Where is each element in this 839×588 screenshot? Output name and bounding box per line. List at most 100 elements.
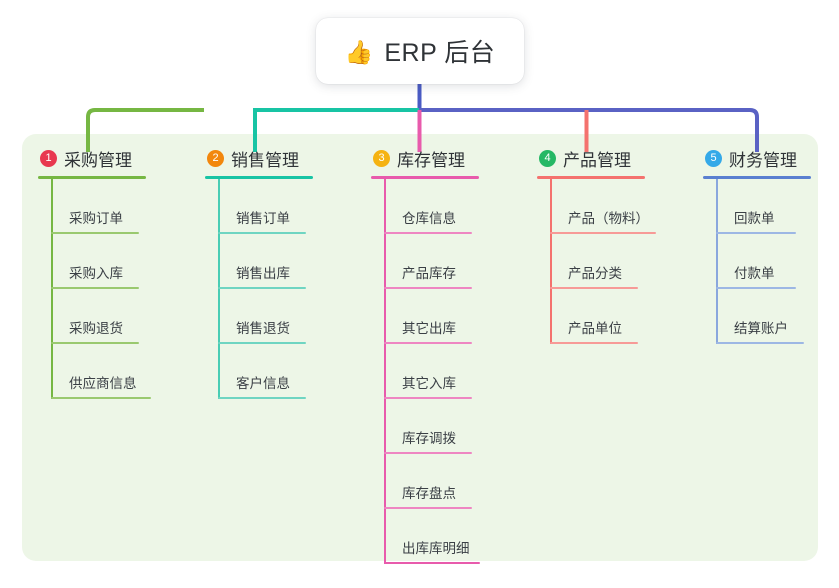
leaf-label: 销售出库 (236, 266, 290, 281)
list-item[interactable]: 销售退货 (218, 289, 335, 344)
leaf-list-inventory: 仓库信息 产品库存 其它出库 其它入库 库存调拨 库存盘点 (371, 179, 501, 564)
leaf-underline (218, 232, 306, 234)
leaf-label: 产品单位 (568, 321, 622, 336)
branch-title-finance: 财务管理 (729, 150, 797, 170)
leaf-label: 采购退货 (69, 321, 123, 336)
leaf-spine-finance (716, 179, 718, 344)
branch-header-finance[interactable]: 5 财务管理 (703, 146, 833, 170)
branch-column-finance: 5 财务管理 回款单 付款单 结算账户 (703, 146, 833, 344)
leaf-label: 库存盘点 (402, 486, 456, 501)
leaf-label: 其它出库 (402, 321, 456, 336)
list-item[interactable]: 仓库信息 (384, 179, 501, 234)
leaf-label: 产品分类 (568, 266, 622, 281)
list-item[interactable]: 库存调拨 (384, 399, 501, 454)
list-item[interactable]: 采购订单 (51, 179, 188, 234)
leaf-label: 回款单 (734, 211, 775, 226)
leaf-list-purchase: 采购订单 采购入库 采购退货 供应商信息 (38, 179, 188, 399)
list-item[interactable]: 销售出库 (218, 234, 335, 289)
leaf-underline (51, 397, 151, 399)
list-item[interactable]: 产品（物料） (550, 179, 677, 234)
branch-underline-sales (205, 176, 313, 179)
leaf-label: 结算账户 (734, 321, 788, 336)
branch-title-sales: 销售管理 (231, 150, 299, 170)
leaf-spine-product (550, 179, 552, 344)
list-item[interactable]: 产品分类 (550, 234, 677, 289)
leaf-underline (218, 397, 306, 399)
leaf-label: 销售订单 (236, 211, 290, 226)
content-panel (22, 134, 818, 561)
leaf-underline (51, 287, 139, 289)
branch-column-purchase: 1 采购管理 采购订单 采购入库 采购退货 供应商信息 (38, 146, 188, 399)
branch-underline-product (537, 176, 645, 179)
leaf-label: 采购入库 (69, 266, 123, 281)
leaf-underline (384, 342, 472, 344)
branch-title-purchase: 采购管理 (64, 150, 132, 170)
branch-header-sales[interactable]: 2 销售管理 (205, 146, 335, 170)
list-item[interactable]: 结算账户 (716, 289, 833, 344)
list-item[interactable]: 付款单 (716, 234, 833, 289)
leaf-label: 付款单 (734, 266, 775, 281)
leaf-list-sales: 销售订单 销售出库 销售退货 客户信息 (205, 179, 335, 399)
list-item[interactable]: 其它入库 (384, 344, 501, 399)
leaf-underline (51, 232, 139, 234)
branch-header-product[interactable]: 4 产品管理 (537, 146, 677, 170)
list-item[interactable]: 库存盘点 (384, 454, 501, 509)
leaf-underline (384, 562, 480, 564)
leaf-spine-purchase (51, 179, 53, 399)
leaf-label: 供应商信息 (69, 376, 137, 391)
list-item[interactable]: 客户信息 (218, 344, 335, 399)
leaf-underline (384, 232, 472, 234)
leaf-spine-inventory (384, 179, 386, 564)
list-item[interactable]: 出库库明细 (384, 509, 501, 564)
leaf-underline (218, 342, 306, 344)
leaf-label: 客户信息 (236, 376, 290, 391)
list-item[interactable]: 其它出库 (384, 289, 501, 344)
leaf-list-product: 产品（物料） 产品分类 产品单位 (537, 179, 677, 344)
branch-badge-5: 5 (705, 149, 722, 167)
list-item[interactable]: 采购入库 (51, 234, 188, 289)
leaf-label: 其它入库 (402, 376, 456, 391)
branch-underline-purchase (38, 176, 146, 179)
leaf-list-finance: 回款单 付款单 结算账户 (703, 179, 833, 344)
list-item[interactable]: 供应商信息 (51, 344, 188, 399)
list-item[interactable]: 采购退货 (51, 289, 188, 344)
leaf-underline (384, 397, 472, 399)
root-node-card[interactable]: 👍 ERP 后台 (316, 18, 524, 84)
branch-column-sales: 2 销售管理 销售订单 销售出库 销售退货 客户信息 (205, 146, 335, 399)
leaf-underline (550, 342, 638, 344)
branch-header-inventory[interactable]: 3 库存管理 (371, 146, 501, 170)
leaf-underline (716, 232, 796, 234)
branch-badge-3: 3 (373, 149, 390, 167)
leaf-underline (51, 342, 139, 344)
branch-badge-4: 4 (539, 149, 556, 167)
leaf-label: 库存调拨 (402, 431, 456, 446)
leaf-underline (218, 287, 306, 289)
leaf-label: 产品（物料） (568, 211, 649, 226)
branch-underline-inventory (371, 176, 479, 179)
leaf-label: 产品库存 (402, 266, 456, 281)
list-item[interactable]: 产品库存 (384, 234, 501, 289)
branch-badge-1: 1 (40, 149, 57, 167)
branch-badge-2: 2 (207, 149, 224, 167)
list-item[interactable]: 回款单 (716, 179, 833, 234)
leaf-underline (384, 507, 472, 509)
leaf-label: 销售退货 (236, 321, 290, 336)
branch-title-inventory: 库存管理 (397, 150, 465, 170)
branch-title-product: 产品管理 (563, 150, 631, 170)
leaf-label: 出库库明细 (402, 541, 470, 556)
leaf-underline (716, 287, 796, 289)
leaf-label: 仓库信息 (402, 211, 456, 226)
branch-header-purchase[interactable]: 1 采购管理 (38, 146, 188, 170)
branch-underline-finance (703, 176, 811, 179)
leaf-underline (550, 287, 638, 289)
list-item[interactable]: 销售订单 (218, 179, 335, 234)
leaf-underline (384, 287, 472, 289)
leaf-underline (550, 232, 656, 234)
branch-column-inventory: 3 库存管理 仓库信息 产品库存 其它出库 其它入库 库存调拨 (371, 146, 501, 564)
page-title: ERP 后台 (384, 39, 496, 67)
list-item[interactable]: 产品单位 (550, 289, 677, 344)
leaf-label: 采购订单 (69, 211, 123, 226)
leaf-spine-sales (218, 179, 220, 399)
branch-column-product: 4 产品管理 产品（物料） 产品分类 产品单位 (537, 146, 677, 344)
